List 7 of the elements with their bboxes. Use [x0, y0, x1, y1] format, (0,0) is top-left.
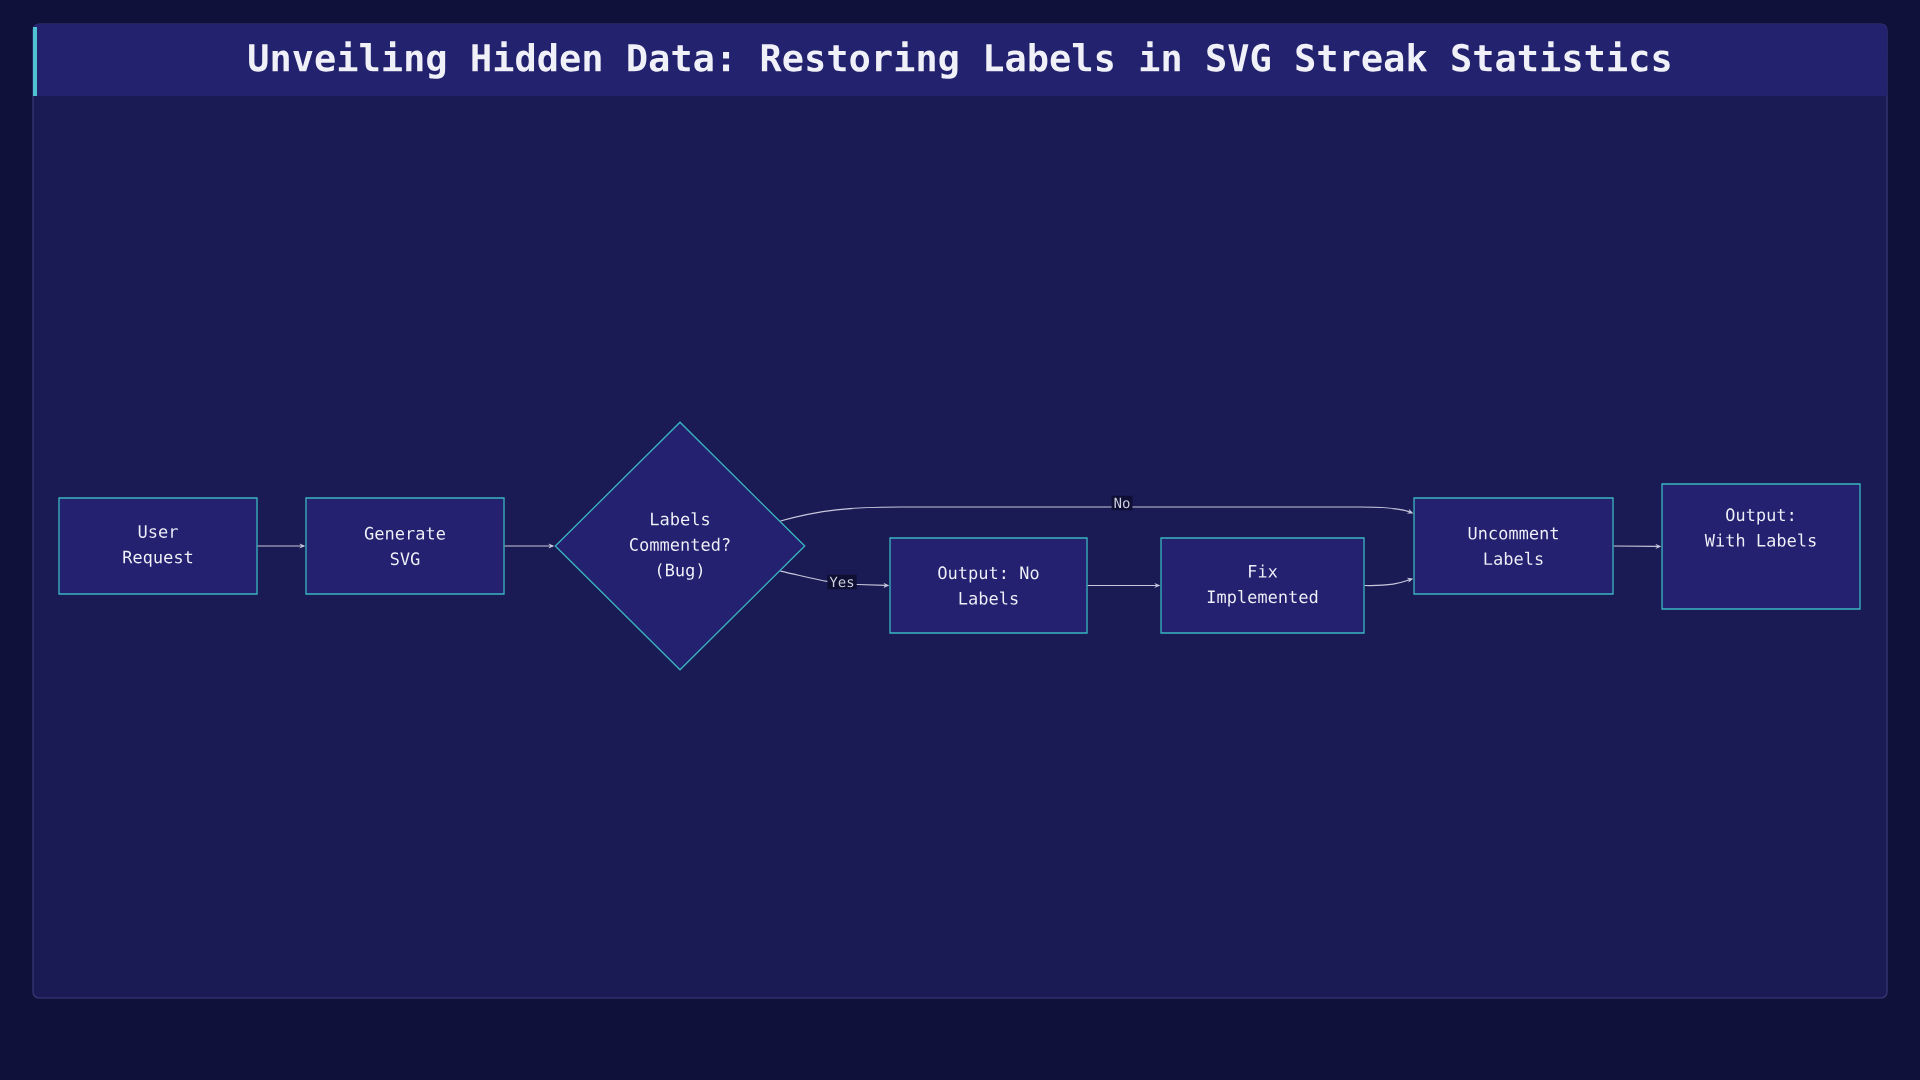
process-box: Uncomment Labels [1413, 497, 1614, 595]
process-box: Output: With Labels [1661, 483, 1861, 610]
process-box: Generate SVG [305, 497, 505, 595]
title-bar: Unveiling Hidden Data: Restoring Labels in SVG Streak Statistics [33, 24, 1887, 96]
process-box: Output: No Labels [889, 537, 1088, 634]
process-box: Fix Implemented [1160, 537, 1365, 634]
process-box: User Request [58, 497, 258, 595]
